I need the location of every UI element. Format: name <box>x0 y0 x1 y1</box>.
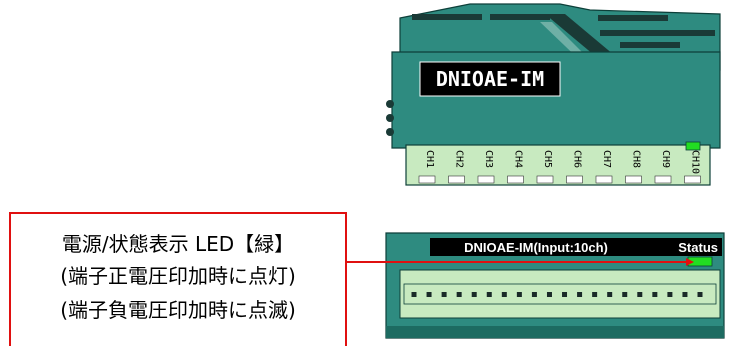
top-slot-3 <box>620 42 680 48</box>
side-bump-1 <box>386 100 394 108</box>
terminal-hole <box>456 292 462 297</box>
terminal-hole <box>637 292 643 297</box>
channel-label: CH3 <box>483 150 494 168</box>
channel-terminal-box <box>566 175 583 184</box>
channel-label: CH9 <box>660 150 671 168</box>
terminal-hole <box>682 292 688 297</box>
channel-label: CH5 <box>542 150 553 168</box>
top-slot-right <box>598 15 668 21</box>
terminal-hole <box>622 292 628 297</box>
channel-terminal-box <box>684 175 701 184</box>
channel-label: CH1 <box>424 150 435 168</box>
terminal-hole <box>667 292 673 297</box>
terminal-hole <box>562 292 568 297</box>
terminal-hole <box>531 292 537 297</box>
status-label-box <box>682 238 722 256</box>
terminal-groove <box>403 283 717 305</box>
channel-terminal-box <box>477 175 495 184</box>
terminal-hole <box>426 292 432 297</box>
terminal-hole <box>516 292 522 297</box>
model-label-box <box>419 61 561 97</box>
terminal-hole <box>486 292 492 297</box>
led-callout-box: 電源/状態表示 LED【緑】 (端子正電圧印加時に点灯) (端子負電圧印加時に点… <box>9 212 347 346</box>
channel-terminal-box <box>507 175 524 184</box>
callout-line-3: (端子負電圧印加時に点滅) <box>60 298 296 322</box>
channel-terminal-box <box>448 175 465 184</box>
channel-terminal-box <box>418 175 436 184</box>
terminal-hole <box>652 292 658 297</box>
terminal-hole <box>697 292 703 297</box>
channel-label: CH10 <box>690 150 701 174</box>
cable-ramp <box>545 14 620 60</box>
front-header-box <box>430 238 682 256</box>
channel-terminal-box <box>625 175 642 184</box>
status-label: Status <box>678 240 718 255</box>
top-slot-2 <box>600 30 715 36</box>
channel-labels: CH1 CH2 CH3 CH4 CH5 CH6 CH7 CH8 CH9 CH10 <box>418 150 701 184</box>
terminal-hole <box>607 292 613 297</box>
top-status-led <box>685 141 701 151</box>
model-label: DNIOAE-IM <box>436 67 544 91</box>
channel-label: CH2 <box>454 150 465 168</box>
terminal-hole <box>546 292 552 297</box>
channel-terminal-box <box>654 175 672 184</box>
front-header-label: DNIOAE-IM(Input:10ch) <box>464 240 608 255</box>
callout-arrow-head <box>686 258 694 266</box>
terminal-holes <box>403 283 717 305</box>
channel-label: CH7 <box>601 150 612 168</box>
front-terminal-strip <box>399 269 721 319</box>
terminal-hole <box>441 292 447 297</box>
channel-label: CH8 <box>631 150 642 168</box>
callout-line-2: (端子正電圧印加時に点灯) <box>60 264 296 288</box>
terminal-hole <box>592 292 598 297</box>
channel-label: CH4 <box>513 150 524 168</box>
terminal-hole <box>577 292 583 297</box>
front-view-module: DNIOAE-IM(Input:10ch) Status <box>385 232 725 339</box>
channel-label: CH6 <box>572 150 583 168</box>
top-slot-left <box>412 14 482 20</box>
terminal-hole <box>471 292 477 297</box>
channel-terminal-box <box>595 175 613 184</box>
terminal-hole <box>411 292 417 297</box>
side-bump-3 <box>386 128 394 136</box>
front-base <box>386 326 724 338</box>
terminal-hole <box>501 292 507 297</box>
top-slot-mid <box>490 14 550 20</box>
channel-terminal-box <box>536 175 554 184</box>
side-bump-2 <box>386 114 394 122</box>
callout-line-1: 電源/状態表示 LED【緑】 <box>61 232 295 256</box>
